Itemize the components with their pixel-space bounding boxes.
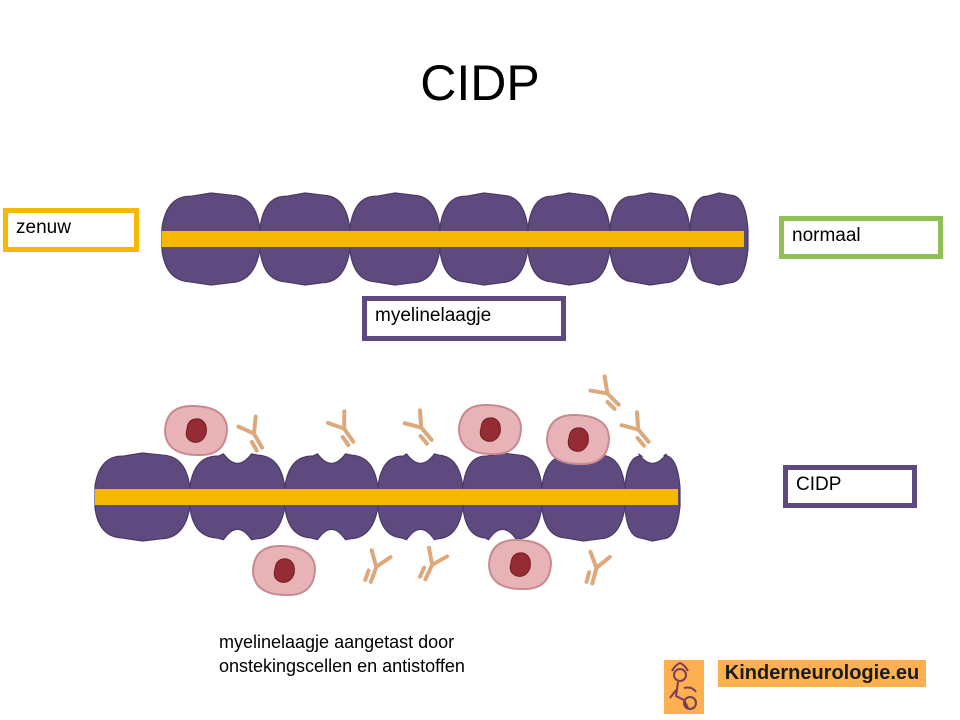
inflammatory-cell: [487, 538, 553, 591]
inflammatory-cell: [163, 404, 229, 457]
antibody: [588, 374, 621, 411]
myelin-label: myelinelaagje: [362, 296, 566, 341]
antibody-arm: [342, 409, 347, 431]
antibody: [363, 548, 393, 584]
antibody: [619, 410, 651, 448]
damaged-nerve: [94, 452, 681, 542]
antibody-arm: [584, 570, 592, 584]
cidp-label: CIDP: [783, 465, 917, 508]
inflammatory-cell: [457, 403, 523, 456]
caption-line-1: myelinelaagje aangetast door: [219, 632, 455, 652]
antibody-arm: [325, 420, 347, 431]
antibody-arm: [594, 554, 612, 570]
cell-nucleus: [479, 417, 501, 442]
antibody-stem: [368, 564, 379, 584]
inflammatory-cells: [163, 403, 611, 597]
page-title: CIDP: [420, 55, 540, 111]
antibody-stem: [605, 391, 621, 407]
cell-nucleus: [509, 552, 531, 577]
antibody-arm: [635, 435, 646, 448]
antibody: [402, 408, 434, 446]
antibody-arm: [236, 424, 256, 436]
cell-nucleus: [567, 427, 589, 452]
antibody-arm: [249, 439, 259, 453]
antibody-arm: [252, 414, 258, 436]
normal-label: normaal: [779, 216, 943, 259]
antibody-arm: [417, 408, 424, 430]
antibody-arm: [340, 434, 351, 448]
normal-nerve-axon: [162, 231, 744, 247]
antibody-arm: [430, 554, 450, 567]
antibody-arm: [402, 421, 424, 430]
antibody: [236, 414, 264, 453]
brand-name: Kinderneurologie.eu: [718, 660, 926, 687]
antibody-arm: [418, 433, 429, 446]
inflammatory-cell: [251, 544, 317, 597]
antibody-arm: [369, 548, 379, 569]
kinderneurologie-logo: [664, 660, 704, 714]
damaged-nerve-axon: [95, 489, 678, 505]
antibody-arm: [602, 374, 610, 396]
caption: myelinelaagje aangetast door onstekingsc…: [219, 630, 579, 678]
antibody: [325, 409, 356, 448]
antibody-arm: [634, 410, 641, 432]
antibody-arm: [605, 399, 617, 411]
normal-nerve: [161, 192, 749, 286]
antibody-arm: [363, 568, 371, 582]
cell-nucleus: [273, 558, 295, 583]
child-drawing-icon: [669, 661, 697, 710]
antibody: [417, 545, 450, 582]
antibody-arm: [427, 545, 435, 567]
antibody-arm: [417, 565, 427, 579]
antibody-stem: [252, 431, 264, 450]
antibody-stem: [423, 562, 435, 582]
inflammatory-cell: [545, 413, 611, 466]
antibody-arm: [374, 555, 393, 569]
antibody: [584, 549, 612, 586]
antibody-arm: [588, 549, 599, 570]
antibody-arm: [588, 388, 610, 396]
cell-nucleus: [185, 418, 207, 443]
antibody-stem: [636, 427, 651, 444]
antibody-arm: [619, 423, 641, 432]
antibody-stem: [590, 565, 599, 586]
antibodies: [236, 374, 651, 586]
antibody-stem: [419, 425, 434, 442]
nerve-label: zenuw: [3, 208, 139, 252]
caption-line-2: onstekingscellen en antistoffen: [219, 656, 465, 676]
antibody-stem: [342, 426, 356, 444]
